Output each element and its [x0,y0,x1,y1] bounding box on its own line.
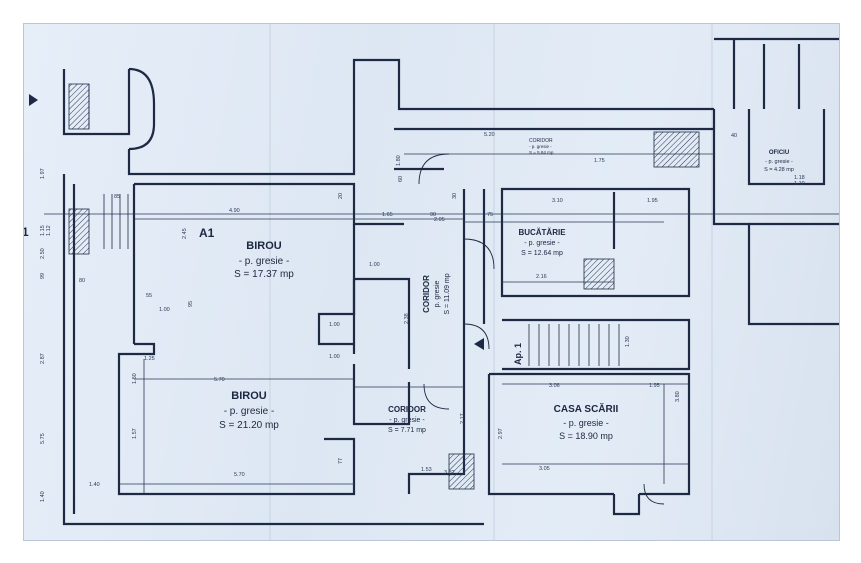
dim-label: 1.80 [396,155,402,166]
dim-label: 2.17 [460,413,466,424]
room-area: S = 4.28 mp [764,167,794,173]
dim-label: 60 [398,176,404,182]
dim-label: 95 [188,301,194,307]
dim-label: 4.90 [229,208,240,214]
dim-label: 3.82 [444,470,455,476]
room-name: CORIDOR [388,405,426,414]
dim-label: 2.45 [182,228,188,239]
room-area: S = 21.20 mp [219,420,279,431]
dimension-labels: 4.90 1.65 90 75 2.45 1.00 1.00 1.00 1.00… [40,132,805,502]
room-name: BIROU [246,240,282,252]
dim-label: 2.05 [434,217,445,223]
dim-label: 2.97 [498,428,504,439]
stairs [68,83,700,490]
top-corridor-area: S = 5.84 mp [529,150,554,155]
dim-label: 20 [338,193,344,199]
dim-label: 1.40 [40,491,46,502]
dim-label: 55 [146,293,152,299]
top-corridor-floor: - p. gresie - [529,144,552,149]
dim-label: 1.97 [40,168,46,179]
room-floor: - p. gresie - [524,240,560,247]
section-marks: A1 Ap. 1 1 [22,225,523,365]
dim-label: 1.18 [794,175,805,181]
door-swings [418,153,665,505]
dim-label: 2.16 [536,274,547,280]
dim-label: 85 [114,194,120,200]
dim-label: 5.20 [484,132,495,138]
dim-label: 1.25 [144,356,155,362]
dim-label: 40 [731,133,737,139]
dim-label: 1.53 [421,467,432,473]
dim-label: 1.00 [159,307,170,313]
room-name: CORIDOR [422,275,431,313]
dim-label: 75 [487,212,493,218]
dim-label: 1.00 [329,354,340,360]
dim-label: 5.70 [234,472,245,478]
room-area: S = 11.09 mp [444,273,451,314]
dim-label: 3.05 [539,466,550,472]
room-floor: - p. gresie - [765,159,793,165]
dim-label: 1.95 [647,198,658,204]
dim-label: 5.75 [40,433,46,444]
room-name: BUCĂTĂRIE [518,228,566,237]
room-floor: - p. gresie - [563,418,609,428]
dim-label: 1.60 [132,373,138,384]
section-mark-ap1: Ap. 1 [513,343,523,365]
dim-label: 90 [430,212,436,218]
dim-label: 1.30 [625,336,631,347]
dim-label: 1.40 [89,482,100,488]
floor-plan-sheet: BIROU - p. gresie - S = 17.37 mp BIROU -… [22,24,839,540]
top-corridor-name: CORIDOR [529,138,553,144]
dim-label: 2.50 [40,248,46,259]
dim-label: 3.80 [675,391,681,402]
dim-label: 1.00 [329,322,340,328]
room-floor: - p. gresie - [224,406,275,417]
room-name: OFICIU [769,150,789,156]
section-mark-one: 1 [24,225,29,239]
room-floor: p. gresie [434,280,441,307]
section-arrows [29,94,484,350]
floor-plan-drawing: BIROU - p. gresie - S = 17.37 mp BIROU -… [22,24,839,540]
dim-label: 1.00 [369,262,380,268]
dim-label: 1.10 [794,181,805,187]
room-floor: - p. gresie - [389,417,425,424]
dim-label: 1.57 [132,428,138,439]
dim-label: 1.95 [649,383,660,389]
dim-label: 99 [40,273,46,279]
dim-label: 2.38 [404,313,410,324]
room-area: S = 17.37 mp [234,269,294,280]
dim-label: 2.87 [40,353,46,364]
dim-label: 77 [338,458,344,464]
dim-label: 5.70 [214,377,225,383]
dim-label: 3.10 [552,198,563,204]
dim-label: 1.75 [594,158,605,164]
paper-fold-lines [269,24,713,540]
room-labels: BIROU - p. gresie - S = 17.37 mp BIROU -… [219,138,794,441]
room-name: BIROU [231,390,267,402]
room-area: S = 18.90 mp [559,431,613,441]
section-mark-a1: A1 [199,226,215,240]
dim-label: 30 [452,193,458,199]
interior-lines [44,153,839,494]
dim-label: 1.15 [40,225,46,236]
room-name: CASA SCĂRII [554,402,619,415]
room-area: S = 7.71 mp [388,427,426,434]
walls [62,37,839,526]
dim-label: 80 [79,278,85,284]
room-floor: - p. gresie - [239,256,290,267]
dim-label: 1.12 [46,225,52,236]
dim-label: 3.06 [549,383,560,389]
dim-label: 1.65 [382,212,393,218]
room-area: S = 12.64 mp [521,250,563,257]
